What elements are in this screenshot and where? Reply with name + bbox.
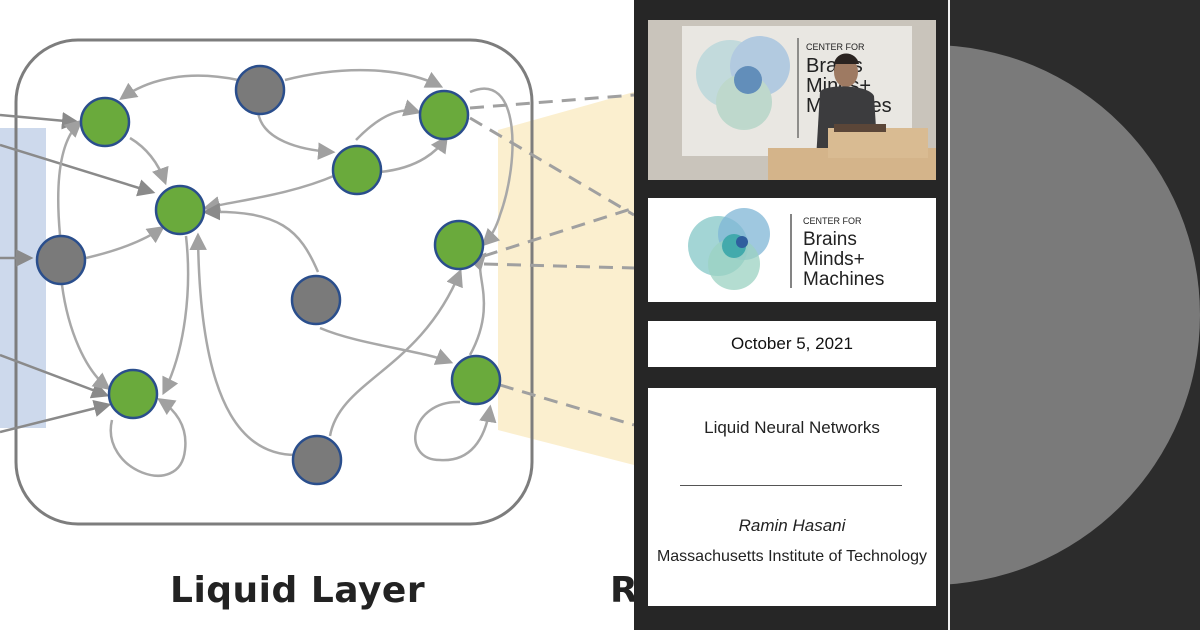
readout-label-fragment: R — [610, 570, 634, 611]
logo-line-brains: Brains — [803, 229, 857, 250]
speaker-panel: CENTER FOR Brains Minds+ Machines — [634, 0, 950, 630]
diagram-canvas — [0, 38, 634, 526]
readout-lines — [469, 93, 634, 427]
divider-rule — [680, 485, 902, 486]
active-neuron — [450, 354, 502, 406]
input-arrows — [0, 112, 156, 434]
inactive-neuron — [234, 64, 286, 116]
logo-line-minds: Minds+ — [803, 249, 865, 270]
active-neuron — [433, 219, 485, 271]
date-card: October 5, 2021 — [648, 321, 936, 367]
logo-line-machines: Machines — [803, 269, 884, 290]
liquid-layer-frame — [14, 38, 534, 526]
active-neuron — [107, 368, 159, 420]
video-scene: CENTER FOR Brains Minds+ Machines — [648, 20, 936, 180]
cbmm-logo-card: CENTER FOR Brains Minds+ Machines — [648, 198, 936, 302]
input-band — [0, 128, 46, 428]
talk-info-card: Liquid Neural Networks Ramin Hasani Mass… — [648, 388, 936, 606]
active-neuron — [154, 184, 206, 236]
speaker-video[interactable]: CENTER FOR Brains Minds+ Machines — [648, 20, 936, 180]
inactive-neuron — [291, 434, 343, 486]
active-neuron — [331, 144, 383, 196]
video-logo-line: CENTER FOR — [806, 42, 865, 52]
internal-edges — [56, 68, 514, 477]
layer-label: Liquid Layer — [170, 570, 426, 611]
speaker-affiliation: Massachusetts Institute of Technology — [656, 548, 928, 565]
talk-date: October 5, 2021 — [731, 334, 853, 353]
neuron-nodes — [35, 64, 502, 486]
video-logo-graphic — [696, 36, 790, 130]
inactive-neuron — [35, 234, 87, 286]
logo-line-center-for: CENTER FOR — [803, 216, 862, 226]
speaker-name: Ramin Hasani — [738, 516, 846, 535]
liquid-layer-diagram: Liquid Layer R — [0, 38, 634, 611]
active-neuron — [418, 89, 470, 141]
right-backdrop — [950, 0, 1200, 630]
inactive-neuron — [290, 274, 342, 326]
active-neuron — [79, 96, 131, 148]
talk-title: Liquid Neural Networks — [704, 418, 880, 437]
cbmm-logo-graphic — [688, 208, 770, 290]
cbmm-logo: CENTER FOR Brains Minds+ Machines — [688, 208, 884, 290]
grey-disc-graphic — [950, 45, 1200, 585]
